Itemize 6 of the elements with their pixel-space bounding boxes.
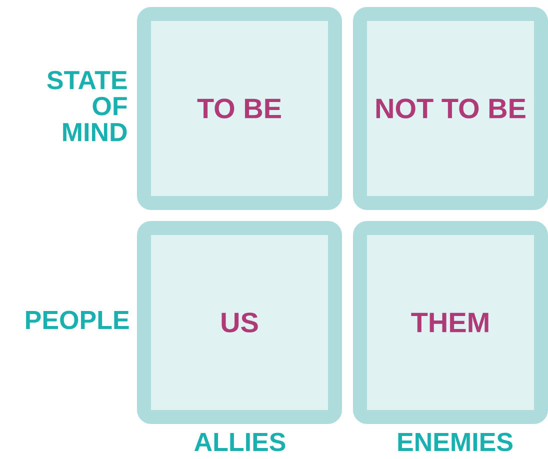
quadrant-box: TO BE [137,7,342,210]
axis-label: ENEMIES [398,432,512,452]
quadrant-box: US [137,221,342,424]
axis-label: ALLIES [194,432,286,452]
quadrant-box: THEM [353,221,548,424]
quadrant-box: NOT TO BE [353,7,548,210]
